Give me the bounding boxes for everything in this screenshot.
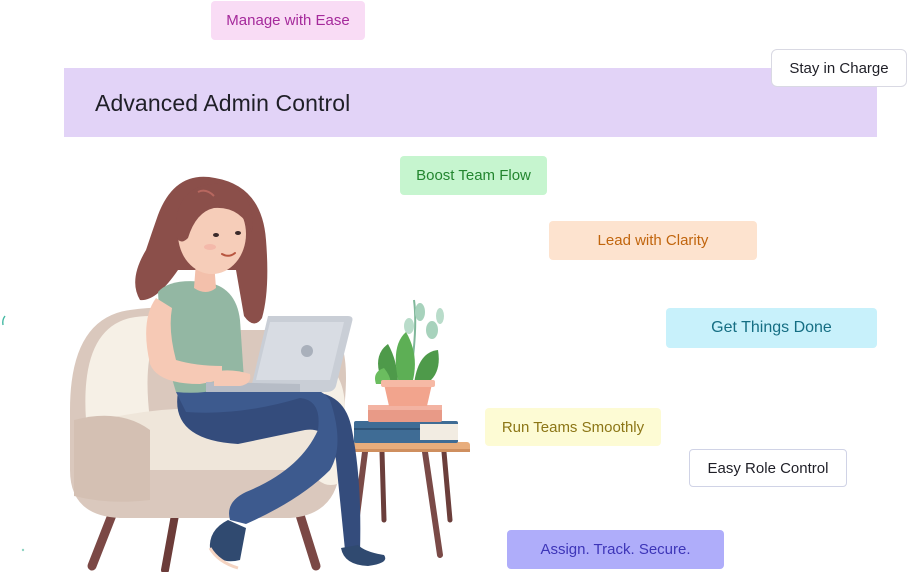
- tag-get-things-done: Get Things Done: [666, 308, 877, 348]
- title-banner: Advanced Admin Control: [64, 68, 877, 137]
- legs: [176, 385, 386, 570]
- tag-stay-in-charge: Stay in Charge: [771, 49, 907, 87]
- tag-boost-team-flow: Boost Team Flow: [400, 156, 547, 195]
- potted-plant: [375, 299, 444, 406]
- tag-manage-with-ease: Manage with Ease: [211, 1, 365, 40]
- woman-with-laptop-illustration: [2, 176, 470, 572]
- decor-mark: [2, 315, 6, 326]
- book-stack: [354, 405, 458, 443]
- page-title: Advanced Admin Control: [95, 90, 351, 116]
- tag-assign-track-secure: Assign. Track. Secure.: [507, 530, 724, 569]
- tag-easy-role-control: Easy Role Control: [689, 449, 847, 487]
- tag-run-teams-smoothly: Run Teams Smoothly: [485, 408, 661, 446]
- arm: [146, 298, 222, 384]
- tag-lead-with-clarity: Lead with Clarity: [549, 221, 757, 260]
- laptop-icon: [206, 316, 353, 392]
- decor-dot: [21, 548, 25, 552]
- hair-front: [176, 183, 253, 242]
- hand: [214, 370, 251, 386]
